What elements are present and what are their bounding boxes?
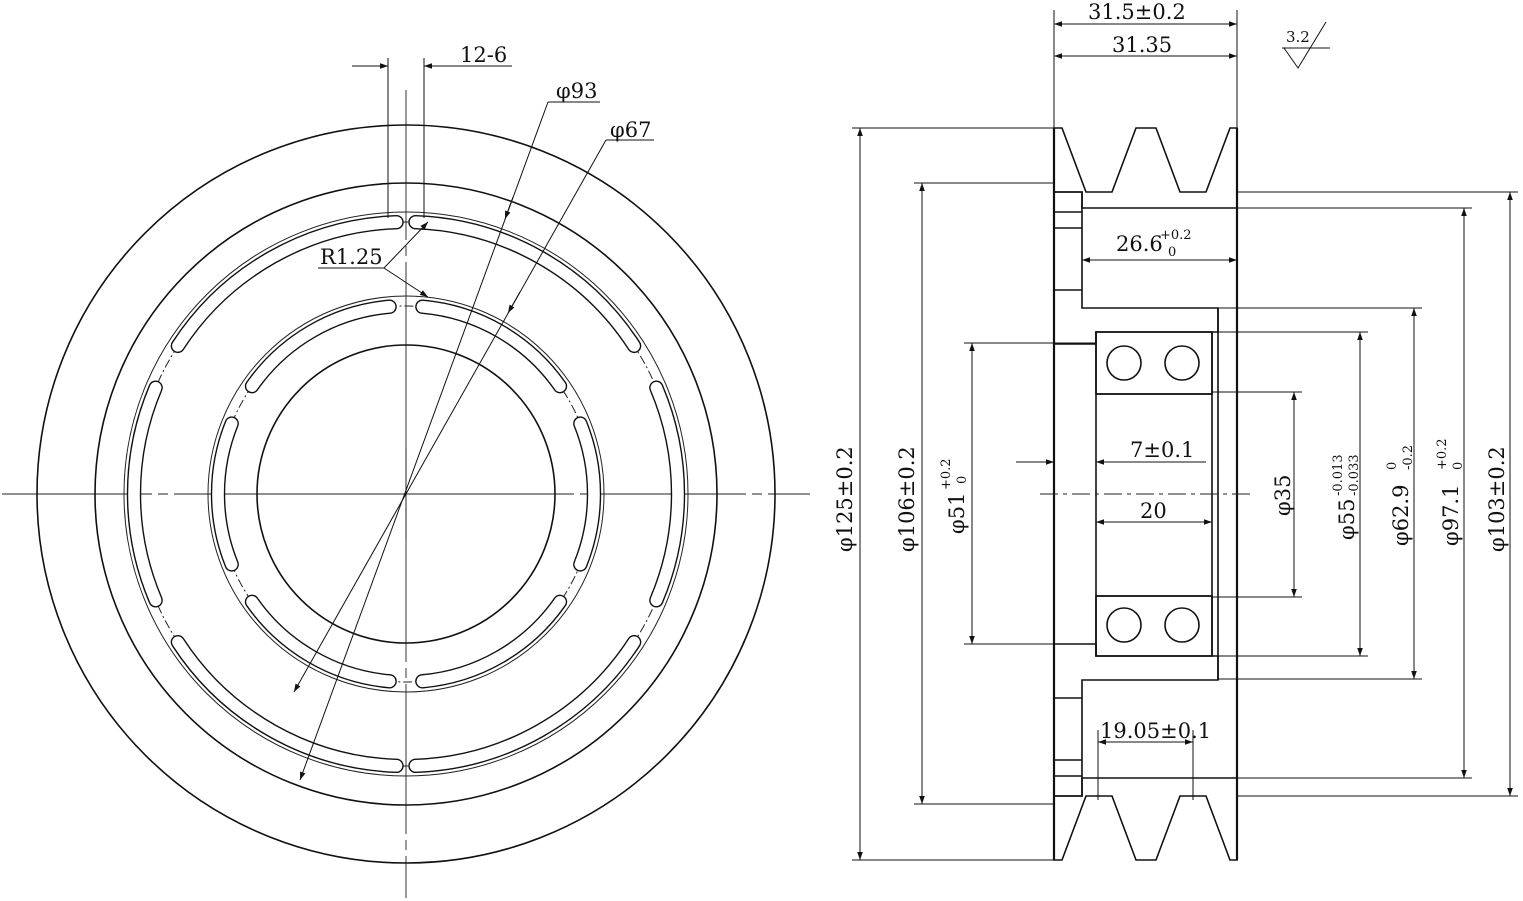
bearing-upper-race bbox=[1095, 331, 1213, 395]
groove-spacing-label: 19.05±0.1 bbox=[1100, 719, 1211, 743]
outer-slot-6 bbox=[170, 214, 404, 354]
inner-slot-ring bbox=[210, 299, 602, 689]
dia103-label: φ103±0.2 bbox=[1485, 446, 1509, 552]
outer-slot-4 bbox=[170, 634, 404, 774]
dia629-tol-upper: 0 bbox=[1385, 462, 1400, 470]
dia106-label: φ106±0.2 bbox=[895, 446, 919, 552]
inner-slot-3 bbox=[415, 594, 568, 689]
groove-width-label: 26.6 bbox=[1116, 232, 1163, 256]
dia93-leader-tick bbox=[504, 196, 514, 220]
section-view: 31.5±0.2 31.35 3.2 26.6 +0.2 0 7±0.1 20 … bbox=[833, 0, 1518, 861]
dia93-label: φ93 bbox=[556, 79, 597, 103]
dia51-label: φ51 bbox=[945, 493, 969, 534]
outer-slot-3 bbox=[408, 634, 642, 774]
inner-slot-5 bbox=[210, 416, 239, 572]
r125-leader-upper bbox=[383, 221, 429, 269]
ball-lower-left bbox=[1106, 607, 1142, 643]
dia51-tol-lower: 0 bbox=[955, 476, 970, 484]
dia629-label: φ62.9 bbox=[1389, 485, 1413, 546]
inner-slot-4 bbox=[244, 594, 397, 689]
dia35-label: φ35 bbox=[1271, 475, 1295, 516]
inner-slot-6 bbox=[244, 299, 397, 394]
ball-upper-left bbox=[1106, 345, 1142, 381]
outer-rim-circle bbox=[36, 124, 776, 864]
dia67-leader-tick bbox=[507, 291, 521, 314]
outer-slot-1 bbox=[408, 214, 642, 354]
dia971-tol-upper: +0.2 bbox=[1435, 438, 1450, 470]
ball-upper-right bbox=[1164, 345, 1200, 381]
width-total-label: 31.5±0.2 bbox=[1088, 0, 1186, 24]
bearing-gap-label: 7±0.1 bbox=[1130, 438, 1194, 462]
dia67-leader bbox=[293, 139, 607, 693]
groove-width-tol-lower: 0 bbox=[1168, 245, 1176, 260]
slot-ring-outer-boundary bbox=[123, 211, 689, 777]
dia971-tol-lower: 0 bbox=[1451, 462, 1466, 470]
roughness-symbol bbox=[1282, 21, 1330, 69]
hub-circle bbox=[256, 344, 556, 644]
inner-slot-1 bbox=[415, 299, 568, 394]
slot-width-label: 12-6 bbox=[460, 43, 507, 67]
front-view: 12-6 φ93 φ67 R1.25 bbox=[2, 43, 810, 898]
roughness-label: 3.2 bbox=[1286, 28, 1310, 46]
bearing-width-label: 20 bbox=[1140, 499, 1167, 523]
upper-web-section bbox=[1053, 191, 1219, 345]
dia55-tol-upper: -0.013 bbox=[1331, 454, 1346, 496]
r125-label: R1.25 bbox=[320, 245, 383, 269]
dia51-tol-upper: +0.2 bbox=[939, 458, 954, 490]
slot-ring-inner-boundary bbox=[207, 295, 605, 693]
dia67-label: φ67 bbox=[610, 118, 651, 142]
dia629-tol-lower: -0.2 bbox=[1401, 445, 1416, 470]
r125-leader-lower bbox=[383, 267, 429, 298]
groove-width-tol-upper: +0.2 bbox=[1160, 228, 1192, 243]
outer-slot-5 bbox=[126, 380, 163, 608]
dia971-label: φ97.1 bbox=[1439, 485, 1463, 546]
web-circle bbox=[94, 182, 718, 806]
outer-slot-ring bbox=[126, 214, 686, 774]
width-inner-label: 31.35 bbox=[1112, 33, 1172, 57]
dia125-label: φ125±0.2 bbox=[833, 446, 857, 552]
inner-slot-2 bbox=[573, 416, 602, 572]
dia55-label: φ55 bbox=[1335, 499, 1359, 540]
outer-slot-2 bbox=[649, 380, 686, 608]
dia55-tol-lower: -0.033 bbox=[1347, 454, 1362, 496]
ball-lower-right bbox=[1164, 607, 1200, 643]
bearing-lower-race bbox=[1095, 595, 1213, 657]
